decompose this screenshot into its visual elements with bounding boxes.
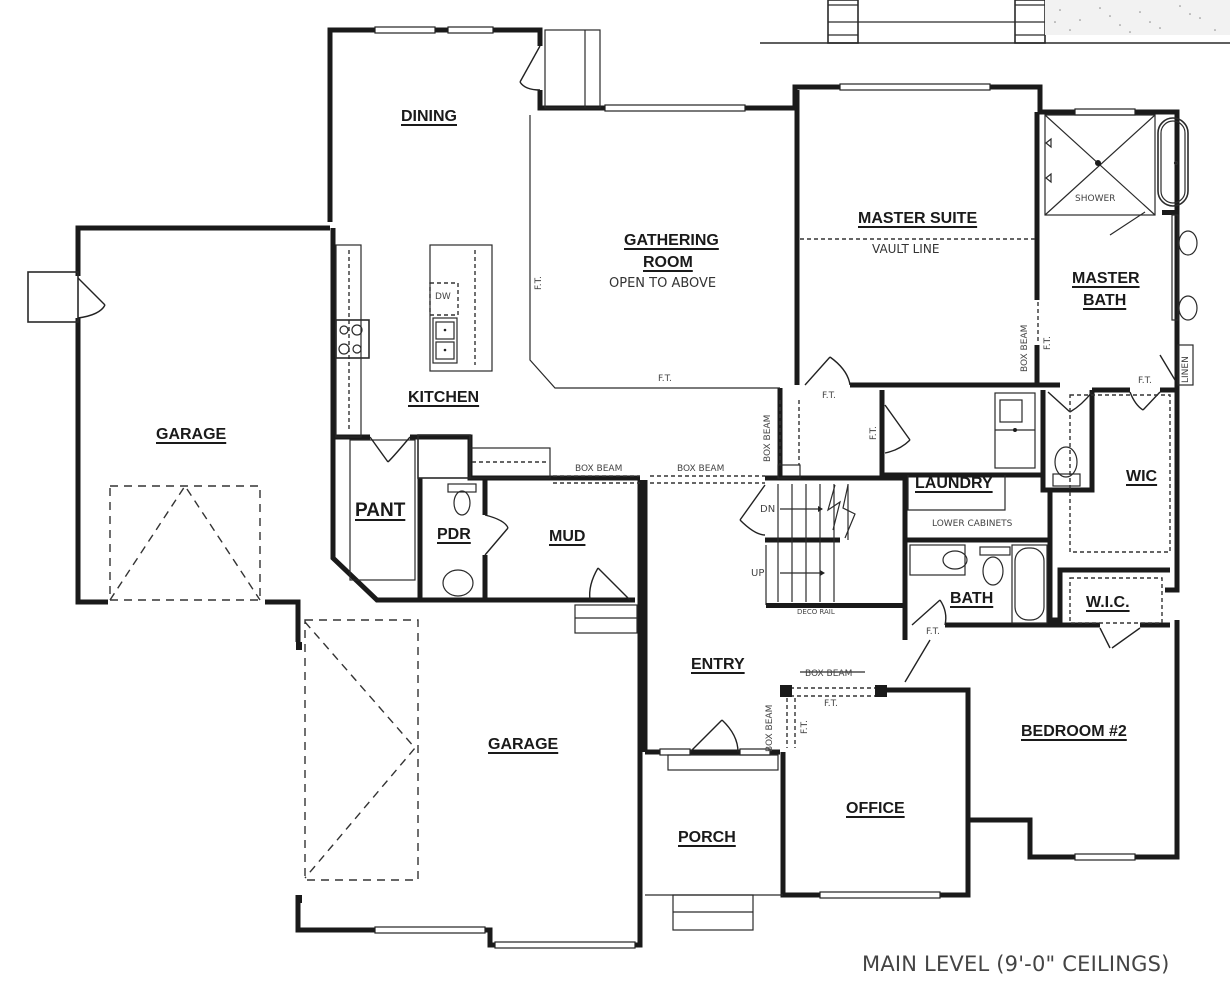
ft-note-master-door: F.T. — [822, 391, 836, 401]
room-label-wic-2: W.I.C. — [1086, 594, 1130, 611]
room-label-mud: MUD — [549, 528, 586, 545]
room-label-master-bath-line1: MASTER — [1072, 270, 1140, 287]
master-bath-fixtures — [1044, 114, 1198, 413]
master-suite-details — [800, 238, 1035, 454]
box-beam-note-entry: BOX BEAM — [677, 464, 725, 474]
kitchen-cabinets — [335, 244, 551, 479]
exterior-walls — [75, 27, 1180, 948]
box-beams — [553, 302, 1039, 748]
room-label-wic: WIC — [1126, 468, 1158, 485]
room-label-bath: BATH — [950, 590, 994, 607]
interior-walls — [335, 90, 1177, 630]
room-label-gathering-line1: GATHERING — [624, 232, 719, 249]
room-label-gathering-line2: ROOM — [643, 254, 693, 271]
room-label-pantry: PANT — [355, 500, 406, 521]
room-label-kitchen: KITCHEN — [408, 389, 480, 406]
staircase — [739, 484, 906, 608]
ft-note-office-side: F.T. — [800, 720, 810, 734]
laundry-fixtures — [907, 392, 1171, 553]
room-label-entry: ENTRY — [691, 656, 745, 673]
linen-label: LINEN — [1181, 356, 1191, 383]
room-label-bedroom-2: BEDROOM #2 — [1021, 723, 1127, 740]
ft-note-gathering-bottom: F.T. — [658, 374, 672, 384]
entry-door — [645, 719, 783, 931]
room-label-garage-side: GARAGE — [156, 426, 227, 443]
room-label-laundry: LAUNDRY — [915, 475, 993, 492]
shower-label: SHOWER — [1075, 194, 1116, 204]
gathering-ft-outline — [529, 115, 780, 389]
stair-down-label: DN — [760, 504, 776, 515]
garage-side-door — [27, 271, 106, 323]
room-label-porch: PORCH — [678, 829, 736, 846]
site-fragment — [760, 0, 1230, 44]
bath-fixtures — [909, 544, 1163, 649]
plan-title: MAIN LEVEL (9'-0" CEILINGS) — [862, 952, 1170, 976]
garage-doors — [109, 484, 419, 903]
box-beam-note-master: BOX BEAM — [1020, 324, 1030, 372]
mud-door — [574, 567, 638, 634]
ft-note-office-top: F.T. — [824, 699, 838, 709]
box-beam-note-office-side: BOX BEAM — [765, 704, 775, 752]
ft-note-closet: F.T. — [869, 426, 879, 440]
room-label-dining: DINING — [401, 108, 457, 125]
windows — [374, 26, 1136, 949]
room-label-master-bath-line2: BATH — [1083, 292, 1127, 309]
lower-cabinets-note: LOWER CABINETS — [932, 519, 1013, 529]
ft-note-master-bath-bottom: F.T. — [1138, 376, 1152, 386]
gathering-open-to-above-note: OPEN TO ABOVE — [609, 276, 717, 291]
dishwasher-label: DW — [435, 292, 451, 302]
room-label-powder: PDR — [437, 526, 471, 543]
room-label-garage-main: GARAGE — [488, 736, 559, 753]
box-beam-note-office-top: BOX BEAM — [805, 669, 853, 679]
stair-up-label: UP — [751, 568, 765, 579]
room-label-master-suite: MASTER SUITE — [858, 210, 978, 227]
room-label-office: OFFICE — [846, 800, 905, 817]
deco-rail-label: DECO RAIL — [797, 608, 835, 616]
ft-note-bath: F.T. — [926, 627, 940, 637]
dining-door — [519, 29, 601, 109]
box-beam-note-mud: BOX BEAM — [575, 464, 623, 474]
ft-note-master-bath-side: F.T. — [1043, 336, 1053, 350]
pantry — [349, 436, 416, 581]
vault-line-note: VAULT LINE — [872, 242, 940, 256]
ft-note-gathering-left: F.T. — [534, 276, 544, 290]
powder-room — [442, 483, 509, 597]
box-beam-note-stair: BOX BEAM — [763, 414, 773, 462]
bedroom2-door — [902, 625, 931, 683]
